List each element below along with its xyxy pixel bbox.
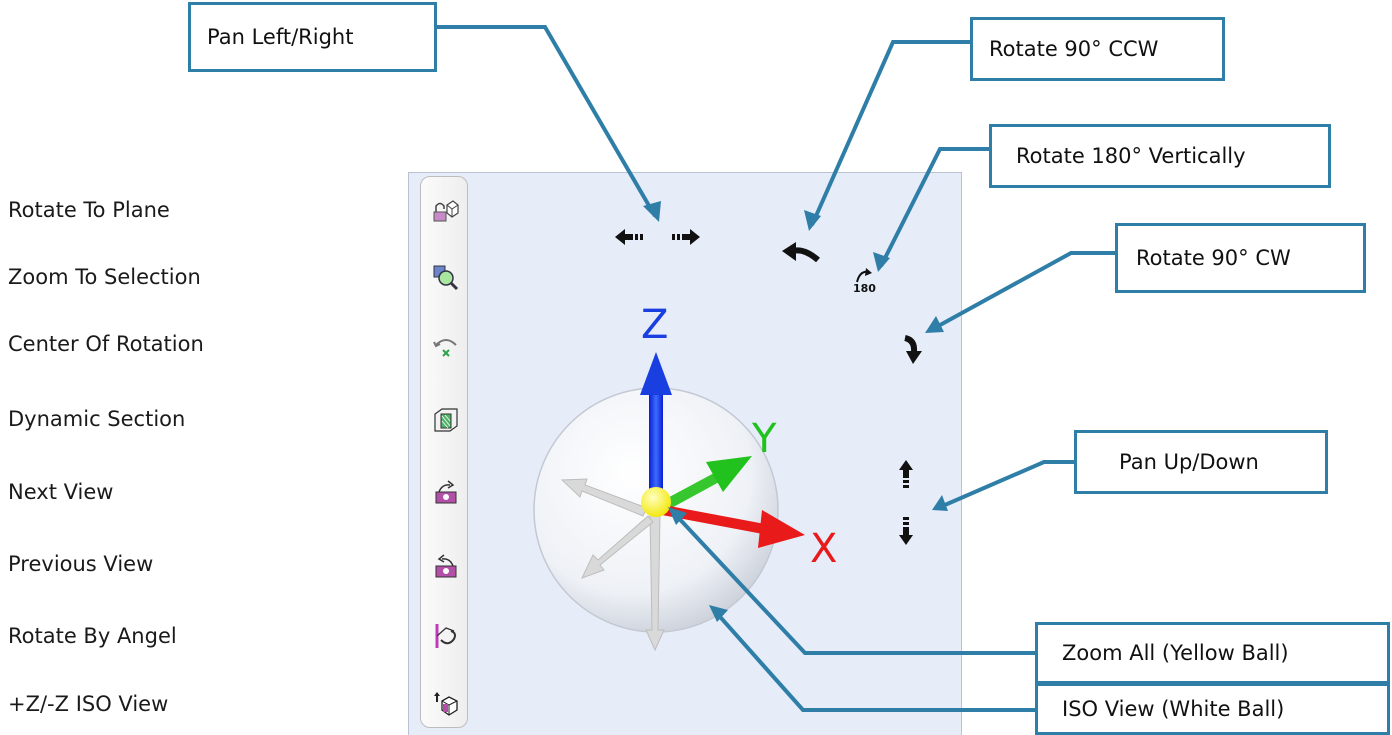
callout-rotate-90-ccw: Rotate 90° CCW (970, 17, 1225, 81)
label-rotate-by-angle: Rotate By Angel (8, 624, 177, 648)
negative-axes (560, 478, 665, 652)
callout-rotate-90-cw: Rotate 90° CW (1115, 223, 1366, 293)
y-axis-arrow (660, 456, 752, 511)
pan-left-icon[interactable] (615, 229, 643, 245)
leader-lines (434, 25, 1116, 712)
label-zoom-to-selection: Zoom To Selection (8, 265, 201, 289)
label-previous-view: Previous View (8, 552, 154, 576)
pan-down-icon[interactable] (899, 517, 913, 545)
callout-iso-view: ISO View (White Ball) (1035, 683, 1390, 735)
dynamic-section-icon[interactable] (432, 406, 460, 434)
axis-label-y: Y (751, 416, 777, 462)
rotate-180-icon[interactable]: 180 (853, 268, 876, 295)
label-next-view: Next View (8, 480, 114, 504)
center-of-rotation-icon[interactable] (432, 333, 460, 361)
zoom-to-selection-icon[interactable] (432, 264, 460, 292)
pan-right-icon[interactable] (672, 229, 700, 245)
callout-rotate-180-vertically-text: Rotate 180° Vertically (1016, 144, 1246, 168)
callout-rotate-90-ccw-text: Rotate 90° CCW (989, 37, 1159, 61)
rotate-180-label: 180 (853, 282, 876, 295)
z-axis-arrow (640, 352, 672, 508)
callout-pan-left-right-text: Pan Left/Right (207, 25, 354, 49)
x-axis-arrow (662, 505, 805, 548)
label-rotate-to-plane: Rotate To Plane (8, 198, 170, 222)
zoom-all-yellow-ball[interactable] (641, 487, 671, 517)
callout-rotate-90-cw-text: Rotate 90° CW (1136, 246, 1291, 270)
callout-zoom-all-text: Zoom All (Yellow Ball) (1062, 641, 1289, 665)
pan-up-icon[interactable] (899, 460, 913, 488)
callout-zoom-all: Zoom All (Yellow Ball) (1035, 622, 1390, 684)
label-center-of-rotation: Center Of Rotation (8, 332, 204, 356)
callout-iso-view-text: ISO View (White Ball) (1062, 697, 1285, 721)
rotate-by-angle-icon[interactable] (432, 622, 460, 650)
axis-label-x: X (810, 526, 837, 572)
callout-pan-up-down: Pan Up/Down (1074, 430, 1328, 494)
leader-arrowheads (643, 201, 948, 622)
axis-label-z: Z (641, 302, 668, 348)
callout-pan-up-down-text: Pan Up/Down (1119, 450, 1259, 474)
label-z-iso-view: +Z/-Z ISO View (8, 692, 169, 716)
previous-view-icon[interactable] (432, 552, 460, 580)
rotate-90-ccw-icon[interactable] (782, 242, 820, 263)
callout-pan-left-right: Pan Left/Right (188, 2, 437, 72)
z-iso-view-icon[interactable] (432, 690, 460, 718)
next-view-icon[interactable] (432, 478, 460, 506)
label-dynamic-section: Dynamic Section (8, 407, 186, 431)
rotate-90-cw-icon[interactable] (904, 335, 922, 364)
callout-rotate-180-vertically: Rotate 180° Vertically (989, 124, 1331, 188)
rotate-to-plane-icon[interactable] (432, 197, 460, 225)
